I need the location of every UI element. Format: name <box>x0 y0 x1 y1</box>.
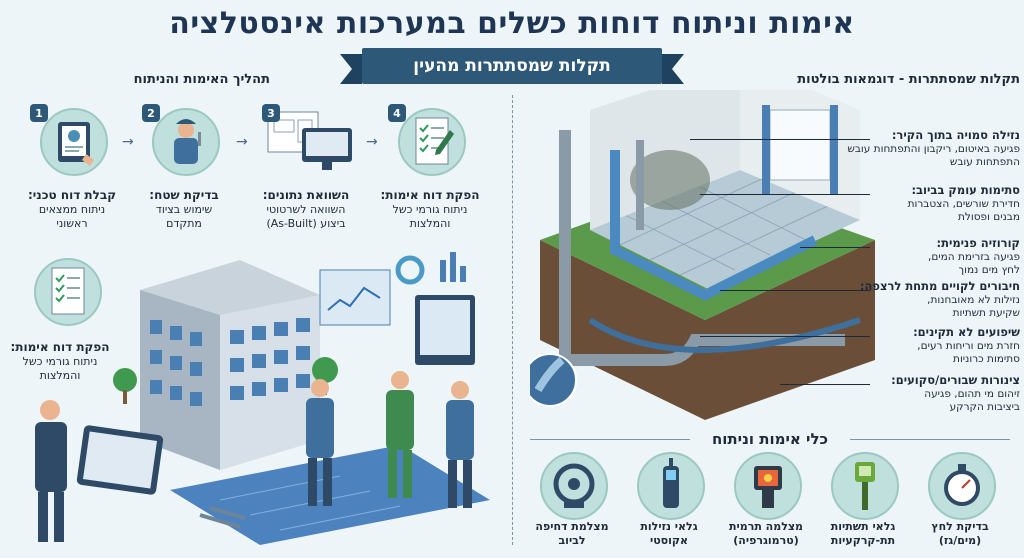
fault-4-desc-2: שקיעת תשתיות <box>952 307 1020 319</box>
arrow-icon: → <box>366 134 378 150</box>
tool-3-label-2: (טרמוגרפיה) <box>733 534 799 547</box>
push-camera-icon <box>553 463 595 508</box>
thermal-camera-icon <box>754 466 782 508</box>
tool-2-label-2: אקוסטי <box>649 534 689 547</box>
report-circle <box>34 258 102 326</box>
leader-line <box>720 290 870 291</box>
step-2-desc-1: שימוש בציוד <box>155 203 213 216</box>
fault-4-desc-1: נזילות לא מאובחנות, <box>927 294 1020 306</box>
pressure-gauge-icon <box>944 464 980 506</box>
step-4-number: 4 <box>388 104 406 122</box>
tool-3-circle <box>734 452 802 520</box>
leader-line <box>780 384 870 385</box>
step-4-title: הפקת דוח אימות: <box>380 188 480 202</box>
step-1-title: קבלת דוח טכני: <box>27 188 117 202</box>
report-desc-2: והמלצות <box>39 369 81 382</box>
step-4-desc-2: והמלצות <box>409 217 451 230</box>
page-title: אימות וניתוח דוחות כשלים במערכות אינסטלצ… <box>169 6 855 41</box>
tool-1-label-2: לביוב <box>558 534 586 547</box>
house-cutaway-illustration <box>523 60 880 420</box>
fault-2-desc-2: מבנים ופסולת <box>957 211 1020 223</box>
fault-6-desc-1: זיהום מי תהום, פגיעה <box>924 388 1020 400</box>
step-4-circle <box>398 108 466 176</box>
faults-heading: תקלות שמסתתרות - דוגמאות בולטות <box>797 72 1020 87</box>
fault-3-desc-1: פגיעה בזרימת המים, <box>928 251 1020 263</box>
tool-1-label-1: מצלמת דחיפה <box>535 520 609 533</box>
step-3-title: השוואת נתונים: <box>262 188 350 202</box>
leader-line <box>700 336 870 337</box>
subtitle-ribbon: תקלות שמסתתרות מהעין <box>340 48 684 84</box>
fault-5-title: שיפועים לא תקינים: <box>913 325 1020 339</box>
step-2-circle <box>152 108 220 176</box>
step-1-number: 1 <box>30 104 48 122</box>
step-1-circle <box>40 108 108 176</box>
fault-3-desc-2: לחץ מים נמוך <box>958 264 1020 276</box>
inspection-illustration <box>20 240 500 552</box>
leader-line <box>690 139 870 140</box>
step-2-title: בדיקת שטח: <box>149 188 219 202</box>
step-3-desc-1: השוואה לשרטוטי <box>266 203 346 216</box>
step-2-number: 2 <box>142 104 160 122</box>
fault-5-desc-1: חזרת מים וריחות רעים, <box>917 340 1020 352</box>
fault-2-title: סתימות עומק בביוב: <box>911 183 1020 197</box>
acoustic-detector-icon <box>663 458 679 508</box>
tool-4-label-1: גלאי תשתיות <box>830 520 896 533</box>
step-1-desc-1: ניתוח ממצאים <box>38 203 106 216</box>
technician-icon <box>174 119 201 164</box>
step-1-desc-2: ראשוני <box>56 217 88 230</box>
tablet-report-icon <box>58 122 94 166</box>
fault-6-desc-2: ביציבות הקרקע <box>949 401 1020 413</box>
leader-line <box>700 194 870 195</box>
building-inspection-scene <box>35 252 490 545</box>
section-divider <box>512 95 513 545</box>
fault-2-desc-1: חדירת שורשים, הצטברות <box>907 198 1020 210</box>
tools-heading: כלי אימות וניתוח <box>690 430 850 448</box>
blueprint-monitor-icon <box>267 111 352 170</box>
fault-3-title: קורוזיה פנימית: <box>936 236 1020 250</box>
fault-1-desc-2: התפתחות עובש <box>949 156 1020 168</box>
fault-5-desc-2: סתימות כרוניות <box>953 353 1020 365</box>
report-checklist-icon <box>51 267 85 315</box>
tool-5-label-2: (מים/גז) <box>938 534 982 547</box>
fault-1-desc-1: פגיעה באיטום, ריקבון והתפתחות עובש <box>847 143 1020 155</box>
report-desc-1: ניתוח גורמי כשל <box>22 355 98 368</box>
step-3-number: 3 <box>262 104 280 122</box>
step-4-desc-1: ניתוח גורמי כשל <box>392 203 468 216</box>
fault-6-title: צינורות שבורים/סקועים: <box>891 373 1020 387</box>
step-3-visual <box>264 106 356 176</box>
tool-1-circle <box>540 452 608 520</box>
arrow-icon: → <box>122 134 134 150</box>
plumbing-cutaway-scene <box>523 60 875 420</box>
step-3-desc-2: ביצוע (As-Built) <box>266 217 346 230</box>
step-2-desc-2: מתקדם <box>166 217 202 230</box>
tool-3-label-1: מצלמה תרמית <box>729 520 803 533</box>
utility-locator-icon <box>855 462 875 510</box>
tool-5-label-1: בדיקת לחץ <box>931 520 989 533</box>
report-title: הפקת דוח אימות: <box>10 340 110 354</box>
tool-2-label-1: גלאי נזילות <box>640 520 698 533</box>
tool-5-circle <box>928 452 996 520</box>
process-heading: תהליך האימות והניתוח <box>133 72 270 87</box>
leader-line <box>800 247 870 248</box>
fault-4-title: חיבורים לקויים מתחת לרצפה: <box>859 279 1020 293</box>
arrow-icon: → <box>236 134 248 150</box>
tool-4-circle <box>831 452 899 520</box>
checklist-icon <box>415 117 454 165</box>
tool-2-circle <box>637 452 705 520</box>
fault-1-title: נזילה סמויה בתוך הקיר: <box>891 128 1020 142</box>
tool-4-label-2: תת-קרקעיות <box>830 534 896 547</box>
